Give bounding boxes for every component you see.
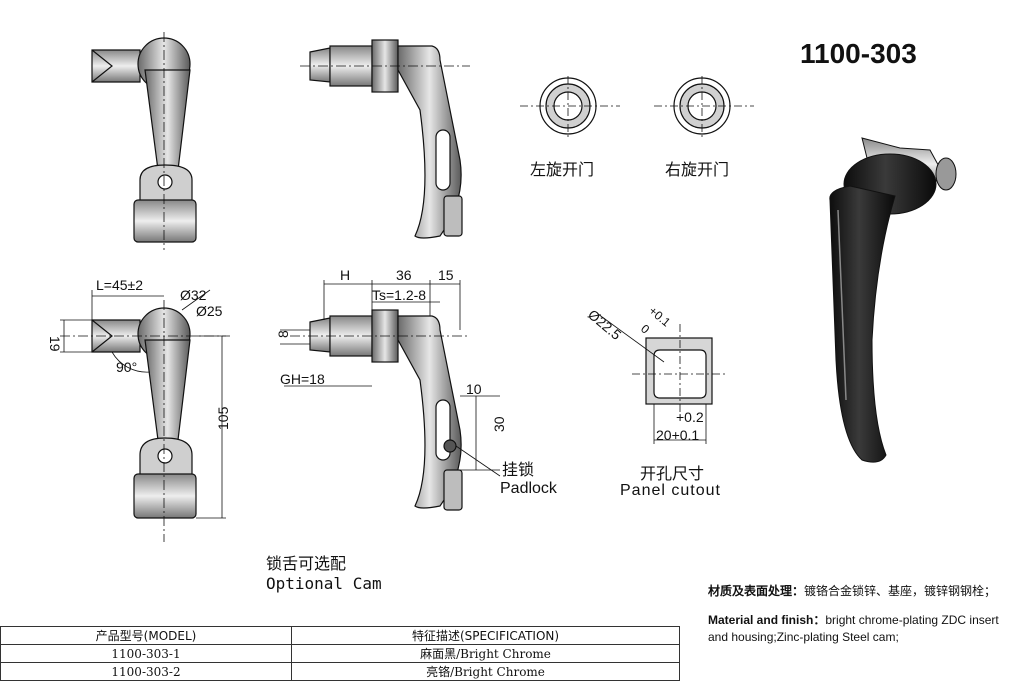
- row-spec: 亮铬/Bright Chrome: [291, 662, 680, 681]
- material-en: Material and finish：bright chrome-platin…: [708, 612, 1018, 646]
- left-rotation-symbol: [520, 76, 620, 140]
- front-view-dimensioned: [60, 289, 230, 542]
- dim-angle-90: 90°: [116, 359, 137, 375]
- spec-table: 产品型号(MODEL) 特征描述(SPECIFICATION) 1100-303…: [0, 626, 680, 681]
- product-render: [829, 137, 957, 463]
- material-cn: 材质及表面处理：镀铬合金锁锌、基座，镀锌钢钢栓；: [708, 583, 1018, 600]
- dim-h: H: [340, 267, 350, 283]
- dim-36: 36: [396, 267, 412, 283]
- label-padlock-cn: 挂锁: [502, 460, 535, 479]
- dim-10: 10: [466, 381, 482, 397]
- label-left-rotation: 左旋开门: [530, 160, 595, 179]
- dim-cutout-dia-tol-low: 0: [638, 322, 652, 337]
- header-spec: 特征描述(SPECIFICATION): [291, 626, 680, 645]
- row-model: 1100-303-1: [0, 644, 292, 663]
- dim-19: 19: [47, 336, 63, 352]
- spec-table-header: 产品型号(MODEL) 特征描述(SPECIFICATION): [0, 626, 680, 645]
- dim-length: L=45±2: [96, 277, 143, 293]
- panel-cutout-drawing: [597, 313, 726, 444]
- material-cn-text: 镀铬合金锁锌、基座，镀锌钢钢栓；: [804, 584, 997, 598]
- table-row: 1100-303-2 亮铬/Bright Chrome: [0, 662, 680, 681]
- label-padlock-en: Padlock: [500, 480, 557, 497]
- label-panel-cutout-cn: 开孔尺寸: [640, 464, 705, 483]
- material-en-label: Material and finish：: [708, 613, 826, 627]
- model-title: 1100-303: [800, 38, 917, 69]
- dim-cutout-20: 20+0.1: [656, 427, 699, 443]
- dim-15: 15: [438, 267, 454, 283]
- material-notes: 材质及表面处理：镀铬合金锁锌、基座，镀锌钢钢栓； Material and fi…: [708, 583, 1018, 646]
- right-rotation-symbol: [654, 76, 754, 140]
- material-cn-label: 材质及表面处理：: [708, 584, 805, 598]
- front-view-handle-top: [91, 32, 197, 250]
- side-view-handle-top: [300, 39, 470, 239]
- side-view-dimensioned: [280, 280, 501, 511]
- dim-gh: GH=18: [280, 371, 325, 387]
- dim-8: 8: [275, 330, 291, 338]
- label-panel-cutout-en: Panel cutout: [620, 482, 721, 499]
- label-optional-cam-cn: 锁舌可选配: [266, 554, 347, 573]
- dim-105: 105: [215, 406, 231, 430]
- material-en-text: bright chrome-plating ZDC insert and hou…: [708, 613, 999, 644]
- dim-cutout-tol: +0.2: [676, 409, 704, 425]
- row-model: 1100-303-2: [0, 662, 292, 681]
- label-optional-cam-en: Optional Cam: [266, 574, 382, 593]
- dim-ts: Ts=1.2-8: [372, 287, 426, 303]
- dim-dia32: Ø32: [180, 287, 207, 303]
- row-spec: 麻面黑/Bright Chrome: [291, 644, 680, 663]
- dim-cutout-dia: Ø22.5: [585, 306, 625, 343]
- label-right-rotation: 右旋开门: [665, 160, 730, 179]
- dim-dia25: Ø25: [196, 303, 223, 319]
- table-row: 1100-303-1 麻面黑/Bright Chrome: [0, 644, 680, 663]
- dim-30: 30: [491, 416, 507, 432]
- header-model: 产品型号(MODEL): [0, 626, 292, 645]
